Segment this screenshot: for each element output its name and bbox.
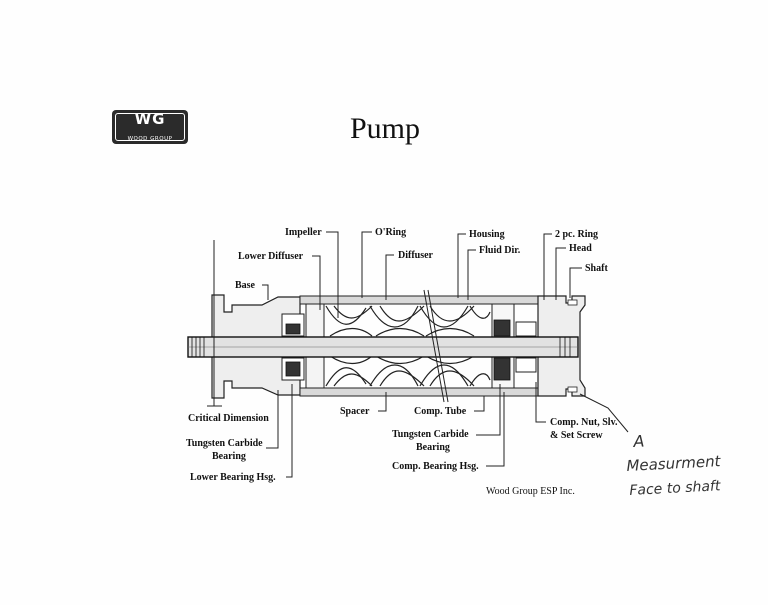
label-base: Base bbox=[235, 280, 256, 291]
label-2-pc-ring: 2 pc. Ring bbox=[555, 229, 598, 240]
label-impeller: Impeller bbox=[285, 227, 322, 238]
label-diffuser: Diffuser bbox=[398, 250, 434, 261]
label-tungsten-carbide-bearing-left: Tungsten Carbide bbox=[186, 438, 263, 449]
label-comp-tube: Comp. Tube bbox=[414, 406, 467, 417]
label-fluid-dir: Fluid Dir. bbox=[479, 245, 521, 256]
logo-subtext: WOOD GROUP bbox=[127, 136, 173, 142]
pump-body bbox=[187, 289, 586, 403]
diagram-title: Pump bbox=[349, 112, 421, 145]
wood-group-logo: WG WOOD GROUP bbox=[112, 110, 188, 144]
label-tungsten-carbide-bearing-center-2: Bearing bbox=[416, 442, 450, 453]
label-head: Head bbox=[569, 243, 592, 254]
label-lower-bearing-hsg: Lower Bearing Hsg. bbox=[190, 472, 276, 483]
label-tungsten-carbide-bearing-center: Tungsten Carbide bbox=[392, 429, 469, 440]
credit-line: Wood Group ESP Inc. bbox=[486, 486, 575, 497]
label-tungsten-carbide-bearing-left-2: Bearing bbox=[212, 451, 246, 462]
label-housing: Housing bbox=[469, 229, 505, 240]
label-lower-diffuser: Lower Diffuser bbox=[238, 251, 304, 262]
pump-stages bbox=[325, 305, 491, 387]
label-critical-dimension: Critical Dimension bbox=[188, 413, 269, 424]
label-o-ring: O'Ring bbox=[375, 227, 406, 238]
handwritten-letter: A bbox=[633, 431, 645, 451]
leader-lines bbox=[207, 231, 629, 478]
logo-mark: WG bbox=[134, 110, 166, 128]
label-comp-nut: Comp. Nut, Slv. bbox=[550, 417, 618, 428]
labels: Impeller O'Ring Housing 2 pc. Ring Lower… bbox=[186, 227, 618, 483]
label-comp-bearing-hsg: Comp. Bearing Hsg. bbox=[392, 461, 479, 472]
label-spacer: Spacer bbox=[340, 406, 370, 417]
label-shaft: Shaft bbox=[585, 263, 608, 274]
label-set-screw: & Set Screw bbox=[550, 430, 603, 441]
